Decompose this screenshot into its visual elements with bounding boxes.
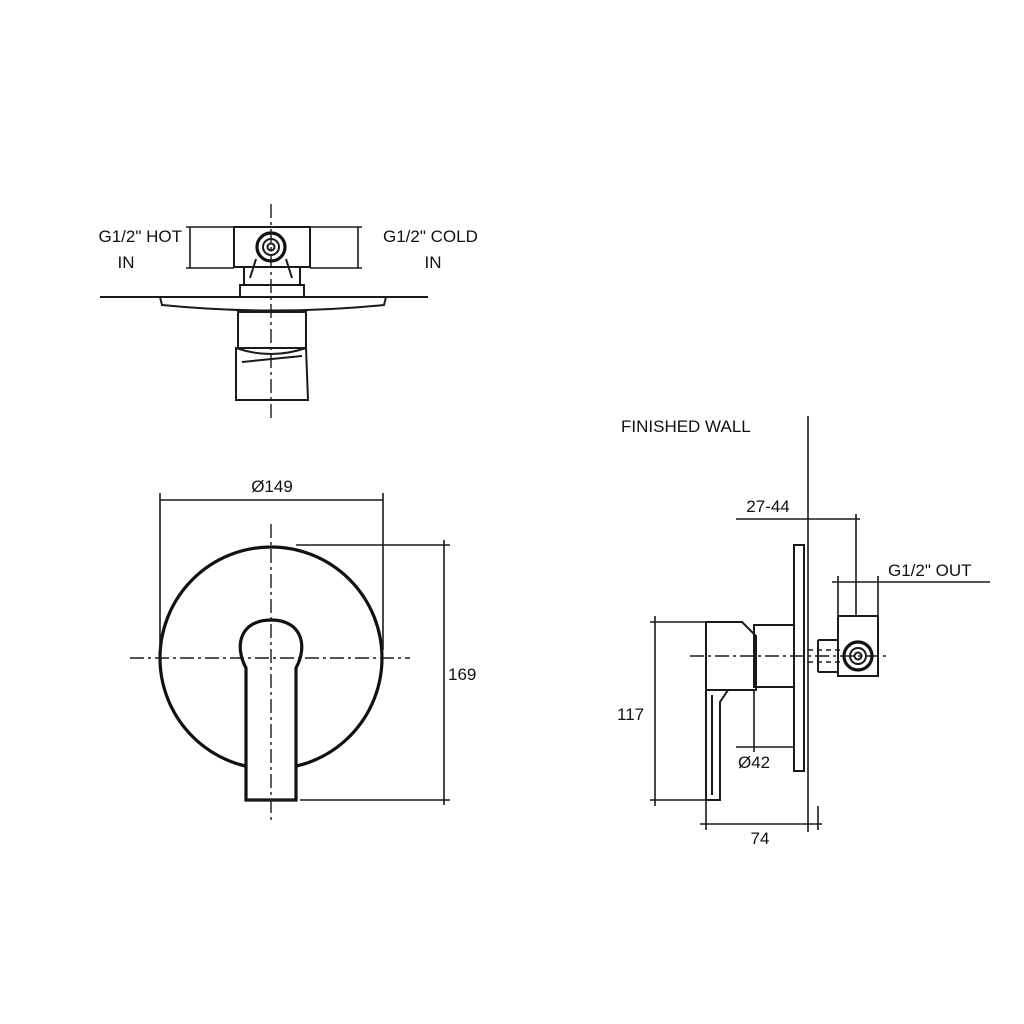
dim-body-diameter: Ø42	[738, 753, 770, 772]
top-view	[100, 204, 428, 422]
hot-in-label-line2: IN	[118, 253, 135, 272]
out-label: G1/2" OUT	[888, 561, 972, 580]
dim-side-height: 117	[617, 705, 644, 724]
cold-in-label-line2: IN	[425, 253, 442, 272]
side-handle-housing	[705, 621, 757, 691]
hot-in-label-line1: G1/2" HOT	[99, 227, 183, 246]
side-outlet-box	[837, 615, 879, 677]
front-view	[130, 493, 450, 822]
dim-depth: 74	[751, 829, 770, 848]
dim-plate-diameter: Ø149	[251, 477, 293, 496]
side-cover-plate	[793, 544, 805, 772]
dim-height: 169	[448, 665, 476, 684]
cold-in-label-line1: G1/2" COLD	[383, 227, 478, 246]
top-bracket-base	[239, 284, 305, 298]
dim-wall-range: 27-44	[746, 497, 789, 516]
side-lever	[705, 689, 730, 801]
top-lever	[235, 346, 310, 401]
finished-wall-label: FINISHED WALL	[621, 417, 751, 436]
side-view	[650, 416, 990, 832]
top-valve-box	[233, 226, 311, 268]
top-sleeve	[237, 311, 307, 349]
top-cover-plate	[158, 296, 388, 312]
